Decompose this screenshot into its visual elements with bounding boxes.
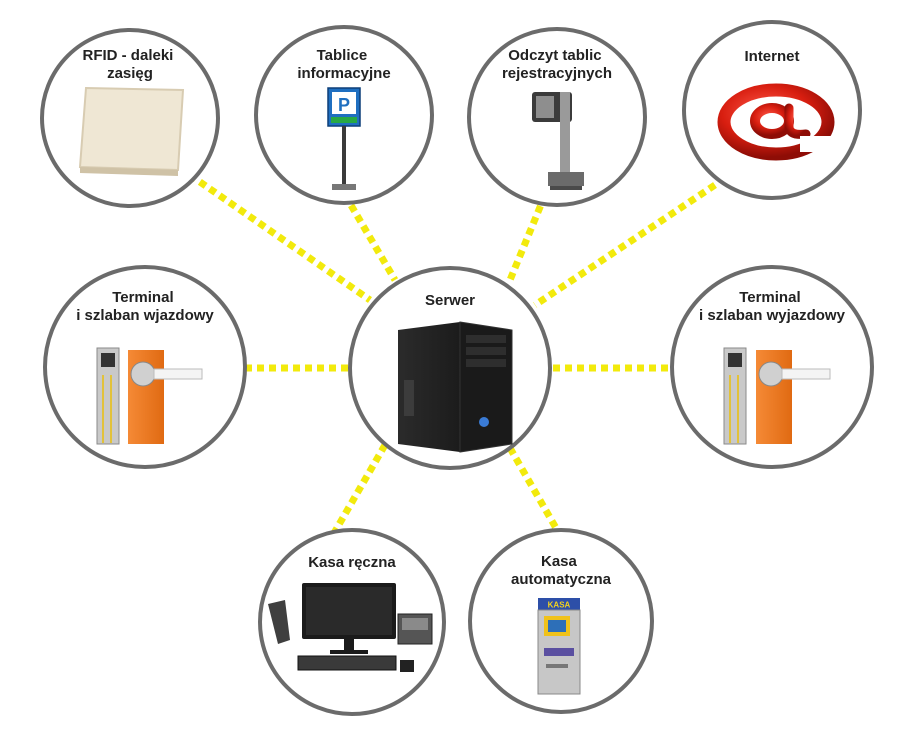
pos-workstation-icon	[268, 583, 433, 672]
node-label: Odczyt tablic rejestracyjnych	[502, 47, 612, 82]
connectors	[188, 172, 717, 542]
node-label: Terminal i szlaban wyjazdowy	[699, 289, 846, 324]
node-label: RFID - daleki zasięg	[82, 47, 177, 82]
rfid-reader-panel-icon	[78, 86, 185, 176]
barrier-terminal-icon	[96, 347, 203, 445]
center-label: Serwer	[425, 292, 475, 309]
connector-rfid	[188, 172, 372, 303]
node-label-line: automatyczna	[511, 571, 612, 588]
node-label: Terminal i szlaban wjazdowy	[76, 289, 214, 324]
at-sign-icon	[717, 83, 835, 161]
connector-tablice	[341, 193, 399, 282]
svg-text:P: P	[338, 95, 350, 115]
node-kasa-reczna: Kasa ręczna	[258, 528, 446, 716]
barrier-terminal-icon	[723, 347, 831, 445]
node-label-line: Terminal	[112, 289, 173, 306]
pc-tower-icon	[398, 321, 513, 453]
node-terminal-wyjazd: Terminal i szlaban wyjazdowy	[670, 265, 874, 469]
node-label-line: Tablice	[317, 47, 368, 64]
node-label-line: zasięg	[107, 65, 153, 82]
node-label-line: Odczyt tablic	[508, 47, 601, 64]
kiosk-sign-text: KASA	[548, 601, 571, 610]
node-label-line: rejestracyjnych	[502, 65, 612, 82]
node-tablice: Tablice informacyjne P	[254, 25, 434, 205]
connector-kasa-auto	[506, 446, 564, 537]
node-serwer: Serwer	[348, 266, 552, 470]
node-label-line: RFID - daleki	[82, 47, 173, 64]
node-label: Kasa ręczna	[308, 554, 396, 571]
node-label-line: Kasa	[541, 553, 578, 570]
payment-kiosk-icon: KASA	[537, 598, 581, 695]
connector-odczyt	[506, 193, 549, 282]
node-label-line: Internet	[744, 48, 799, 65]
connector-internet	[533, 182, 717, 308]
node-terminal-wjazd: Terminal i szlaban wjazdowy	[43, 265, 247, 469]
node-odczyt: Odczyt tablic rejestracyjnych	[467, 27, 647, 207]
node-internet: Internet	[682, 20, 862, 200]
node-label-line: Terminal	[739, 289, 800, 306]
node-label-line: i szlaban wjazdowy	[76, 307, 214, 324]
node-label: Tablice informacyjne	[297, 47, 390, 82]
connector-kasa-reczna	[326, 443, 389, 542]
node-label: Kasa automatyczna	[511, 553, 612, 588]
node-label-line: i szlaban wyjazdowy	[699, 307, 846, 324]
license-plate-camera-icon	[532, 92, 584, 190]
node-label-line: informacyjne	[297, 65, 390, 82]
node-label: Internet	[744, 48, 799, 65]
node-rfid: RFID - daleki zasięg	[40, 28, 220, 208]
node-kasa-auto: Kasa automatyczna KASA	[468, 528, 654, 714]
parking-sign-icon: P	[327, 87, 361, 190]
